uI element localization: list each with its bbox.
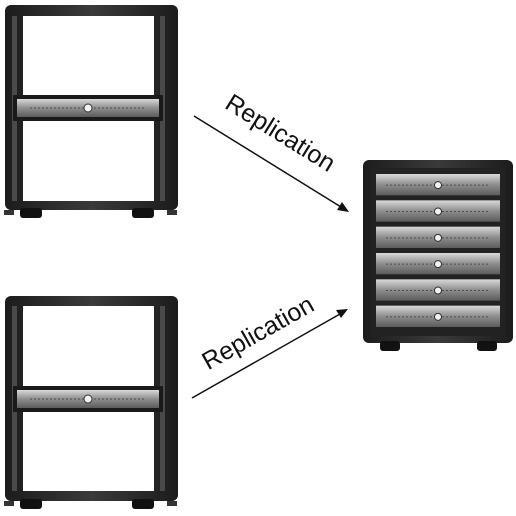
server-unit <box>13 386 163 412</box>
destination-rack <box>363 160 513 351</box>
replication-label-bottom: Replication <box>197 290 318 375</box>
server-unit <box>376 253 500 275</box>
replication-arrow-bottom: Replication <box>191 290 348 399</box>
server-unit <box>376 305 500 327</box>
server-unit <box>376 279 500 301</box>
source-rack-bottom <box>4 296 178 509</box>
server-unit <box>376 174 500 196</box>
server-unit <box>13 95 163 121</box>
replication-arrow-top: Replication <box>193 89 349 212</box>
source-rack-top <box>4 5 178 218</box>
server-unit <box>376 200 500 222</box>
replication-label-top: Replication <box>220 89 340 178</box>
server-unit <box>376 226 500 248</box>
